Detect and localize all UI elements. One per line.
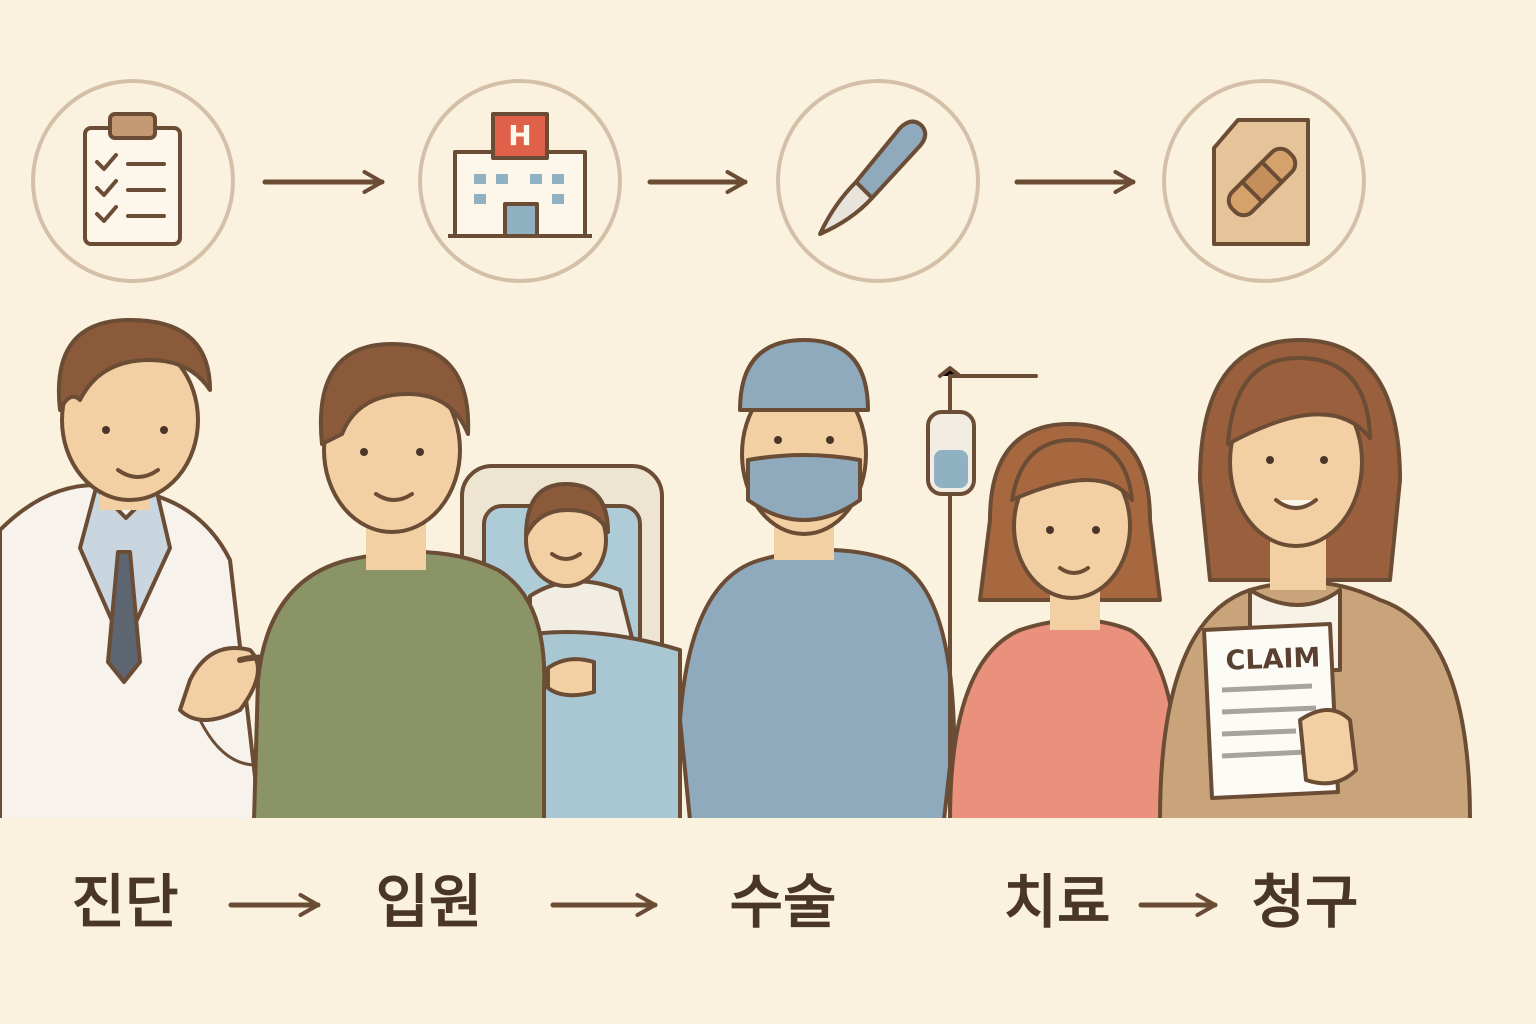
scalpel-icon <box>818 119 928 236</box>
step-label-admission: 입원 <box>375 868 483 936</box>
hospital-sign-letter: H <box>508 119 532 152</box>
step-label-diagnosis: 진단 <box>71 868 179 936</box>
iv-stand <box>926 366 1038 822</box>
patient-man-green-sweater <box>252 342 547 822</box>
step-label-surgery: 수술 <box>729 868 837 936</box>
icon-circle-surgery <box>776 79 980 283</box>
claim-form-title: CLAIM <box>1225 642 1321 677</box>
bandage-icon <box>1212 118 1310 246</box>
clipboard-checklist-icon <box>83 112 182 246</box>
claim-form-document <box>1202 622 1358 800</box>
doctor-figure <box>0 318 334 822</box>
step-label-claim: 청구 <box>1251 868 1359 936</box>
icon-circle-treatment <box>1162 79 1366 283</box>
icon-circle-admission <box>418 79 622 283</box>
step-label-treatment: 치료 <box>1003 868 1111 936</box>
surgeon-figure <box>678 338 956 822</box>
ground-strip <box>0 818 1536 1024</box>
icon-circle-diagnosis <box>31 79 235 283</box>
hospital-building-icon <box>448 112 592 238</box>
patient-woman-pink-top <box>948 422 1182 822</box>
